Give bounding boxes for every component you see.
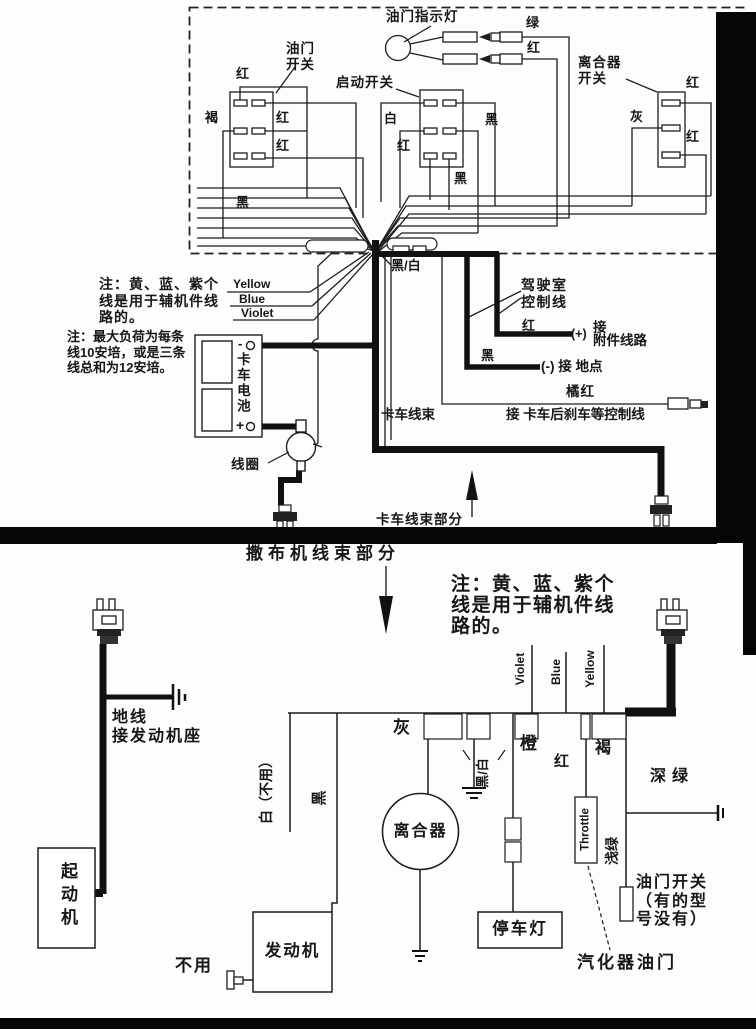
note-aux-wires: 注：黄、蓝、紫个 线是用于辅机件线 路的。: [99, 276, 219, 325]
truck-battery: [194, 334, 263, 438]
label-black-cab: 黑: [481, 348, 495, 363]
engine-box: [252, 911, 333, 993]
spreader-plug-left: [92, 598, 124, 644]
arrow-left-icon: [479, 55, 490, 63]
label-battery: 卡车电池: [234, 352, 250, 414]
label-red-cab: 红: [522, 318, 536, 333]
label-light-green: 浅绿: [603, 837, 620, 865]
label-white: 白: [384, 111, 398, 126]
label-black-start-bottom: 黑: [454, 171, 468, 186]
arrow-left-icon: [479, 33, 490, 41]
dark-green-terminal-icon: [716, 805, 724, 821]
label-black-bundle: 黑: [236, 195, 250, 210]
ignition-coil: [267, 419, 323, 472]
ground-black-white-icon: [462, 787, 486, 799]
label-orange: 橙: [520, 734, 537, 753]
label-wire-yellow: Yellow: [233, 277, 271, 291]
ground-clutch-icon: [412, 950, 428, 962]
label-red-indicator: 红: [527, 40, 541, 55]
note-max-load: 注：最大负荷为每条 线10安培，或是三条 线总和为12安培。: [67, 329, 186, 375]
top-thick-wires: [255, 240, 665, 506]
label-red-start: 红: [397, 138, 411, 153]
label-gray: 灰: [630, 109, 644, 124]
throttle-indicator-lamp: [384, 34, 412, 62]
throttle-switch-box: [229, 91, 274, 168]
label-white-unused: 白（不用）: [257, 754, 274, 824]
label-green: 绿: [526, 15, 540, 30]
label-truck-section: 卡车线束部分: [376, 512, 463, 527]
label-starter: 起动机: [58, 862, 78, 931]
harness-plug-right-top: [650, 495, 672, 527]
bottom-thin-wires: [243, 645, 718, 981]
top-thin-wires: [197, 25, 712, 447]
label-wire-yellow-bottom: Yellow: [582, 650, 597, 688]
spreader-plug-right: [656, 598, 688, 644]
label-throttle-indicator: 油门指示灯: [386, 9, 459, 24]
ground-engine-mount-icon: [171, 684, 187, 710]
label-gray-bottom: 灰: [393, 718, 410, 737]
label-brown-bottom: 褐: [595, 740, 612, 757]
label-rear-brake-line: 接 卡车后刹车等控制线: [506, 407, 645, 422]
start-switch-box: [419, 89, 464, 168]
label-ground-wire: 地线 接发动机座: [112, 709, 203, 745]
label-carburetor-throttle: 汽化器油门: [577, 953, 677, 972]
note-aux-wires-bottom: 注：黄、蓝、紫个 线是用于辅机件线 路的。: [451, 574, 616, 637]
parking-light-box: [477, 911, 563, 949]
label-red-top: 红: [236, 66, 250, 81]
harness-plug-left-top: [273, 504, 297, 531]
label-battery-minus: -: [238, 336, 243, 351]
bottom-thick-wires: [94, 644, 676, 897]
label-red-clutch-1: 红: [686, 75, 700, 90]
label-battery-plus: +: [236, 417, 245, 433]
terminal-strip: [423, 713, 627, 740]
label-connect: 接: [593, 320, 607, 335]
label-black-start-right: 黑: [485, 112, 499, 127]
label-wire-blue-bottom: Blue: [548, 659, 563, 686]
throttle-switch-small-box: [619, 886, 634, 922]
up-arrow-icon: [466, 470, 478, 517]
throttle-box: [574, 796, 598, 864]
label-start-switch: 启动开关: [336, 75, 394, 90]
top-right-black-band: [716, 12, 756, 543]
label-ground-point: (-) 接 地点: [541, 359, 603, 374]
label-wire-violet: Violet: [241, 306, 274, 320]
bottom-right-black-band: [743, 543, 756, 655]
unused-connector-icon: [226, 970, 244, 990]
label-throttle-switch-note: 油门开关 （有的型 号没有）: [636, 874, 709, 928]
label-red-row2: 红: [276, 138, 290, 153]
label-coil: 线圈: [231, 457, 260, 472]
label-dark-green: 深绿: [650, 768, 695, 785]
starter-box: [37, 847, 96, 949]
label-wire-blue: Blue: [239, 292, 266, 306]
spreader-section-title: 撒布机线束部分: [246, 544, 400, 563]
label-cab-control: 驾驶室 控制线: [521, 277, 568, 310]
harness-wraps: [305, 237, 438, 255]
label-clutch-switch: 离合器 开关: [578, 55, 622, 86]
label-red-clutch-2: 红: [686, 129, 700, 144]
label-black-white-bottom: 黑/白: [475, 758, 491, 788]
label-red-row1: 红: [276, 110, 290, 125]
down-arrow-icon: [379, 566, 393, 634]
divider-band: [0, 527, 717, 544]
label-engine: 发动机: [264, 942, 321, 960]
label-wire-violet-bottom: Violet: [512, 652, 527, 686]
label-truck-harness: 卡车线束: [381, 407, 435, 422]
label-black-bottom: 黑: [311, 790, 329, 806]
label-throttle-switch: 油门 开关: [286, 41, 315, 72]
label-brown: 褐: [205, 110, 219, 125]
inline-connector-orange: [504, 817, 522, 863]
label-unused: 不用: [175, 956, 213, 975]
label-black-white: 黑/白: [391, 258, 421, 273]
label-parking-light: 停车灯: [492, 920, 548, 938]
label-red-bottom: 红: [554, 753, 570, 770]
label-accessory-circuit: 附件线路: [593, 333, 647, 348]
label-throttle-en: Throttle: [579, 808, 592, 851]
rear-brake-control-wire: [441, 254, 708, 410]
label-plus-sign: (+): [571, 327, 587, 341]
bottom-black-band: [0, 1018, 756, 1029]
label-orange-red: 橘红: [566, 384, 595, 399]
label-clutch-motor: 离合器: [393, 823, 448, 840]
clutch-motor-circle: [381, 792, 460, 871]
